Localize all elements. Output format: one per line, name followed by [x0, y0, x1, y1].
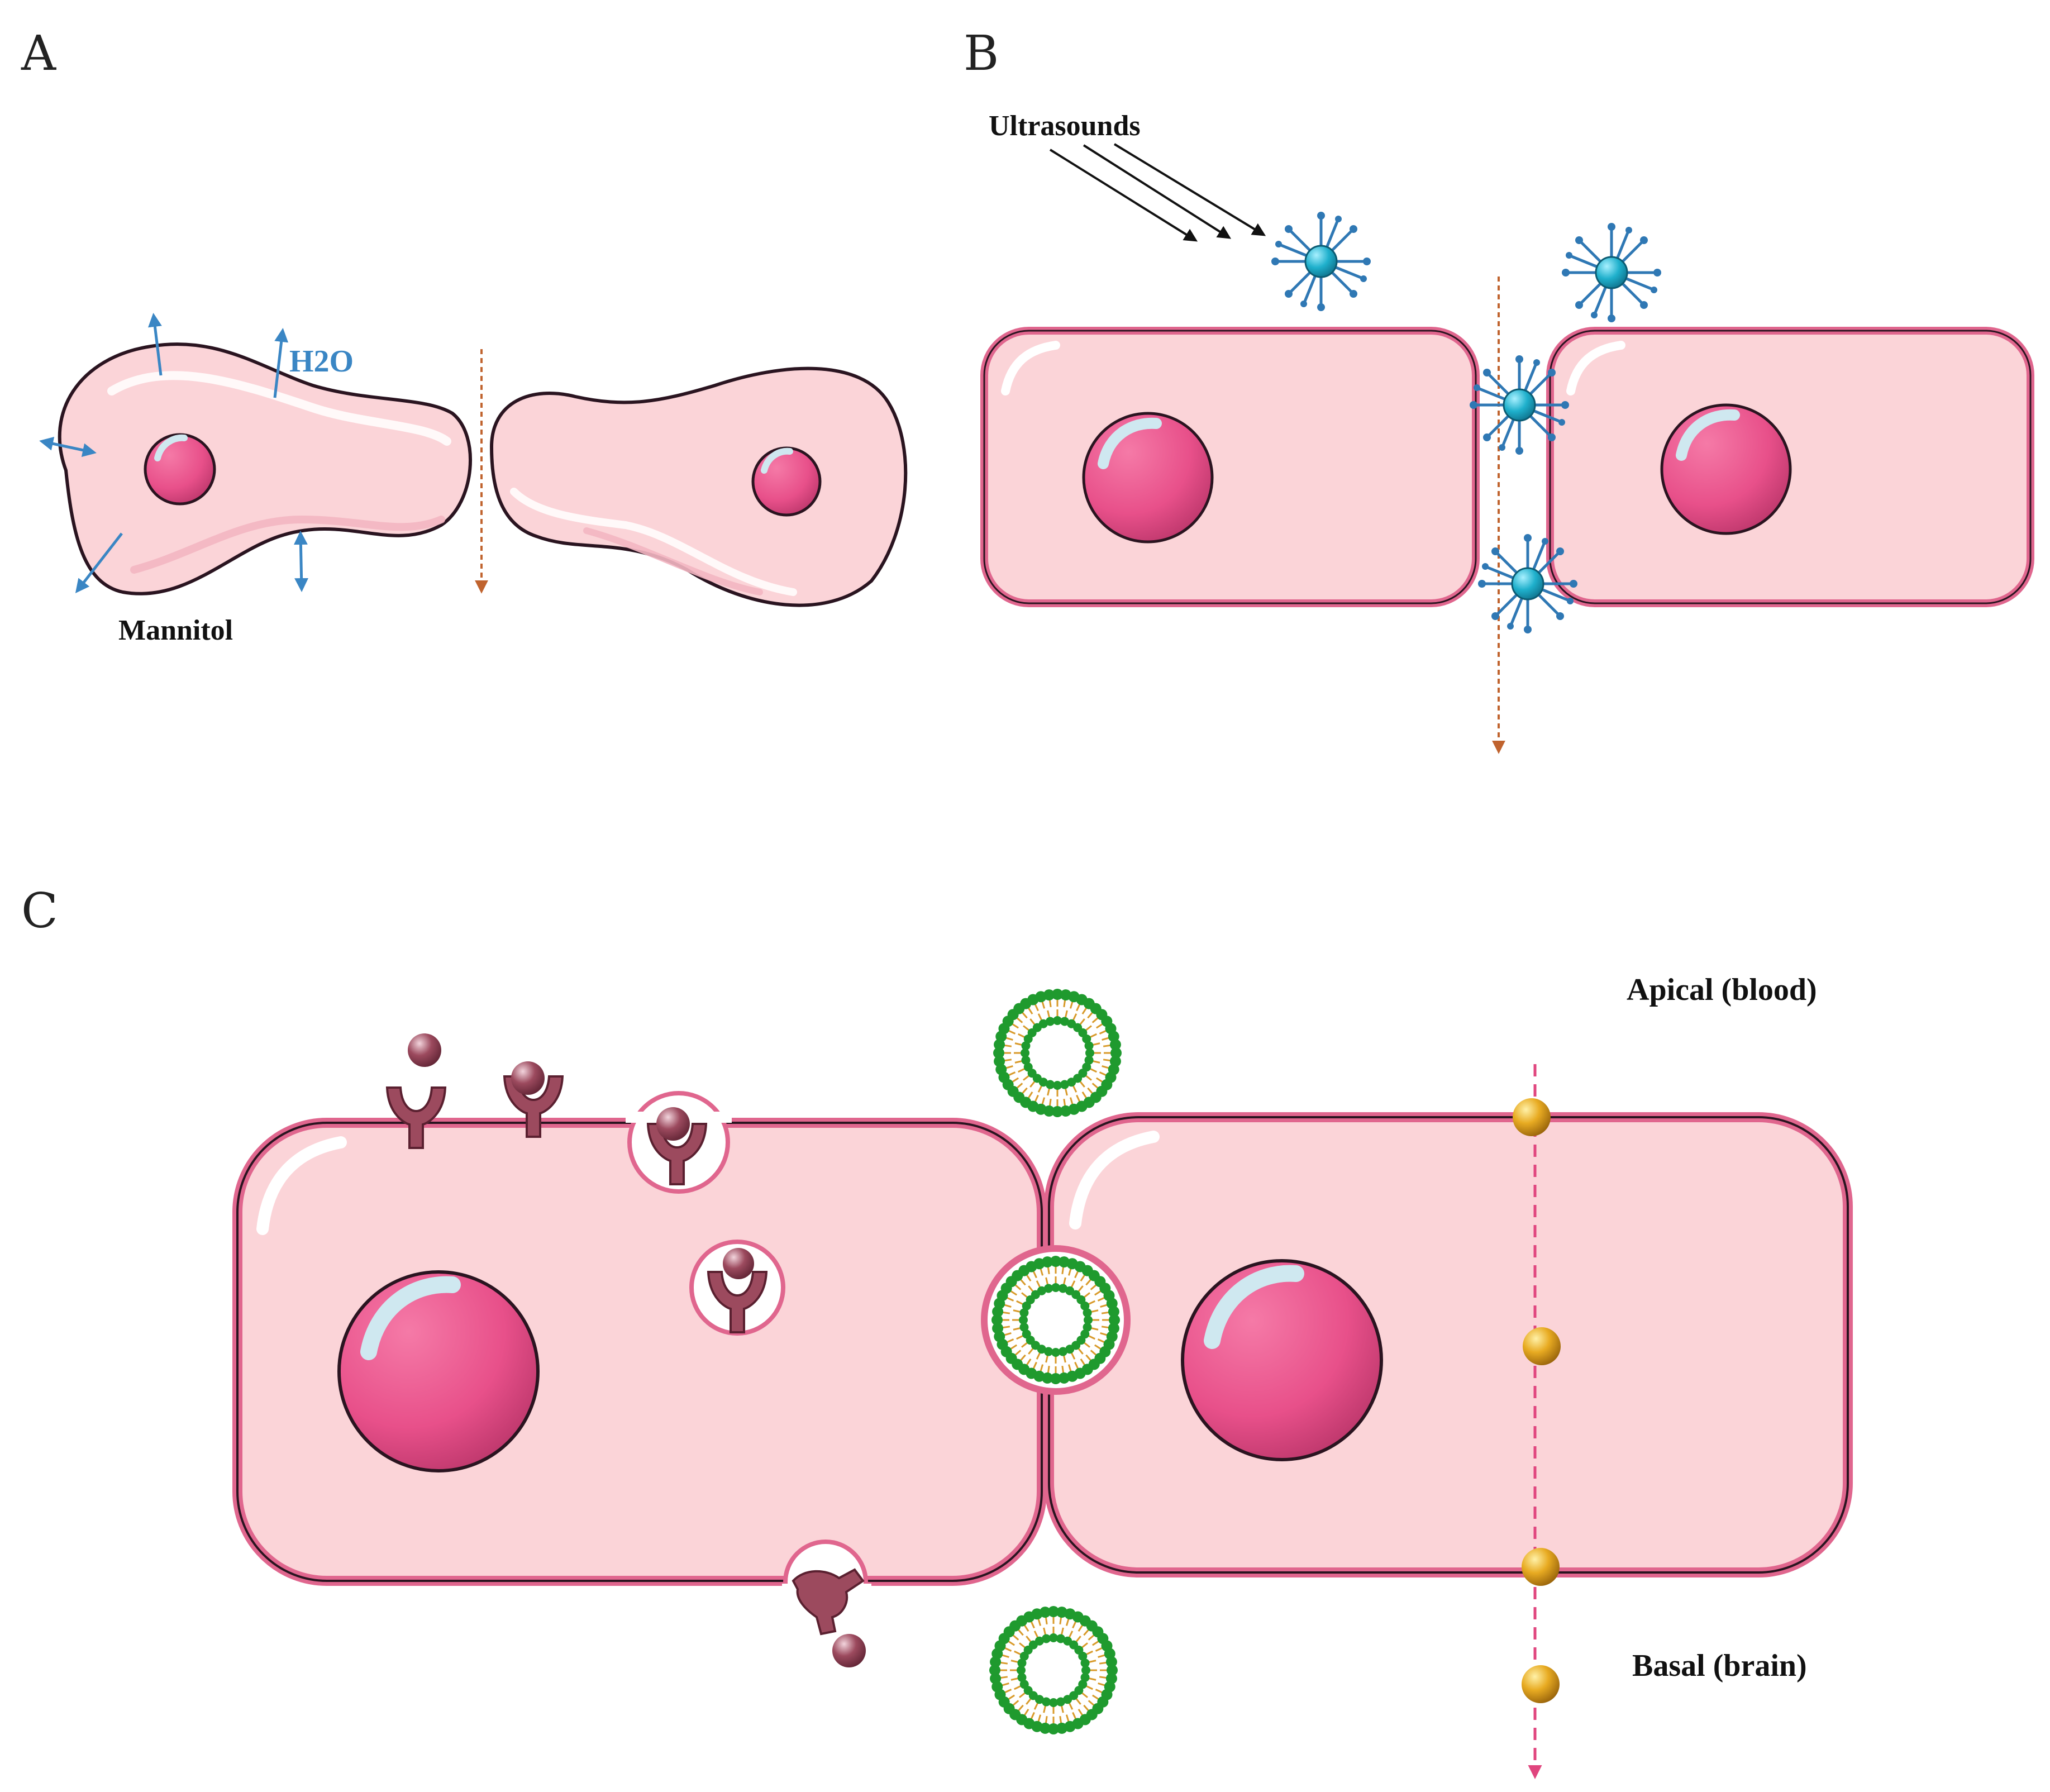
panel-c-right-cell: [1044, 1112, 1853, 1577]
ultrasound-beam-icon: [1083, 144, 1232, 239]
liposome-junction: [981, 1245, 1131, 1395]
panel-b-right-cell: [1546, 327, 2034, 607]
liposome-top: [991, 987, 1123, 1119]
panel-a-left-nucleus: [144, 433, 216, 506]
water-arrow-icon: [293, 531, 309, 592]
nanoparticle-icon: [1523, 1327, 1561, 1365]
bound-ligand-icon: [656, 1107, 690, 1141]
bound-ligand-icon: [511, 1061, 545, 1095]
endosome-icon: [689, 1240, 785, 1336]
released-ligand-icon: [832, 1634, 866, 1667]
water-arrow-icon: [273, 328, 289, 398]
water-arrow-icon: [39, 436, 97, 457]
apical-label: Apical (blood): [1627, 973, 1817, 1007]
nanoparticle-icon: [1522, 1665, 1560, 1703]
panel-c-right-nucleus: [1181, 1259, 1383, 1461]
panel-a-right-nucleus: [751, 446, 822, 517]
nanoparticle-icon: [1513, 1098, 1551, 1136]
panel-b-left-cell: [980, 327, 1480, 607]
panel-c-letter: C: [21, 883, 58, 939]
panel-a-letter: A: [21, 26, 56, 82]
water-arrow-icon: [75, 532, 123, 593]
panel-b-right-nucleus: [1660, 403, 1792, 535]
panel-a-left-cell: [58, 342, 472, 595]
liposome-bilayer-icon: [993, 989, 1122, 1117]
microbubble-icon: [1478, 534, 1577, 633]
nanoparticle-icon: [1522, 1548, 1560, 1586]
water-label: H2O: [289, 344, 354, 379]
panel-c: C Apical (blood) Basal (brain): [21, 883, 1853, 1779]
ultrasound-beam-icon: [1113, 143, 1266, 236]
receptor-mediated-transcytosis: [386, 1033, 871, 1667]
panel-a-water-arrows: [39, 313, 309, 593]
microbubble-icon: [1271, 212, 1371, 311]
liposome-bilayer-icon: [991, 1256, 1120, 1384]
panel-c-left-nucleus: [337, 1270, 540, 1472]
panel-b-letter: B: [964, 26, 999, 82]
water-arrow-icon: [148, 313, 163, 376]
ultrasound-beams: [1049, 143, 1266, 242]
released-receptor-icon: [792, 1568, 865, 1636]
liposome-bottom: [988, 1604, 1119, 1736]
liposome-bilayer-icon: [989, 1606, 1118, 1734]
panel-b: B Ultrasounds: [964, 26, 2034, 754]
panel-c-left-cell: [232, 1118, 1047, 1586]
free-ligand-icon: [408, 1033, 441, 1067]
microbubble-icon: [1562, 223, 1661, 322]
ultrasounds-label: Ultrasounds: [989, 110, 1141, 142]
microbubble-icon: [1470, 355, 1569, 455]
panel-a-right-cell: [489, 366, 908, 607]
panel-b-left-nucleus: [1082, 412, 1214, 544]
ultrasound-beam-icon: [1049, 149, 1198, 242]
liposome-bilayers: [989, 989, 1122, 1734]
basal-label: Basal (brain): [1632, 1648, 1807, 1683]
bound-ligand-icon: [723, 1248, 754, 1279]
panel-a: A H2O: [21, 26, 908, 646]
mannitol-label: Mannitol: [118, 614, 233, 646]
